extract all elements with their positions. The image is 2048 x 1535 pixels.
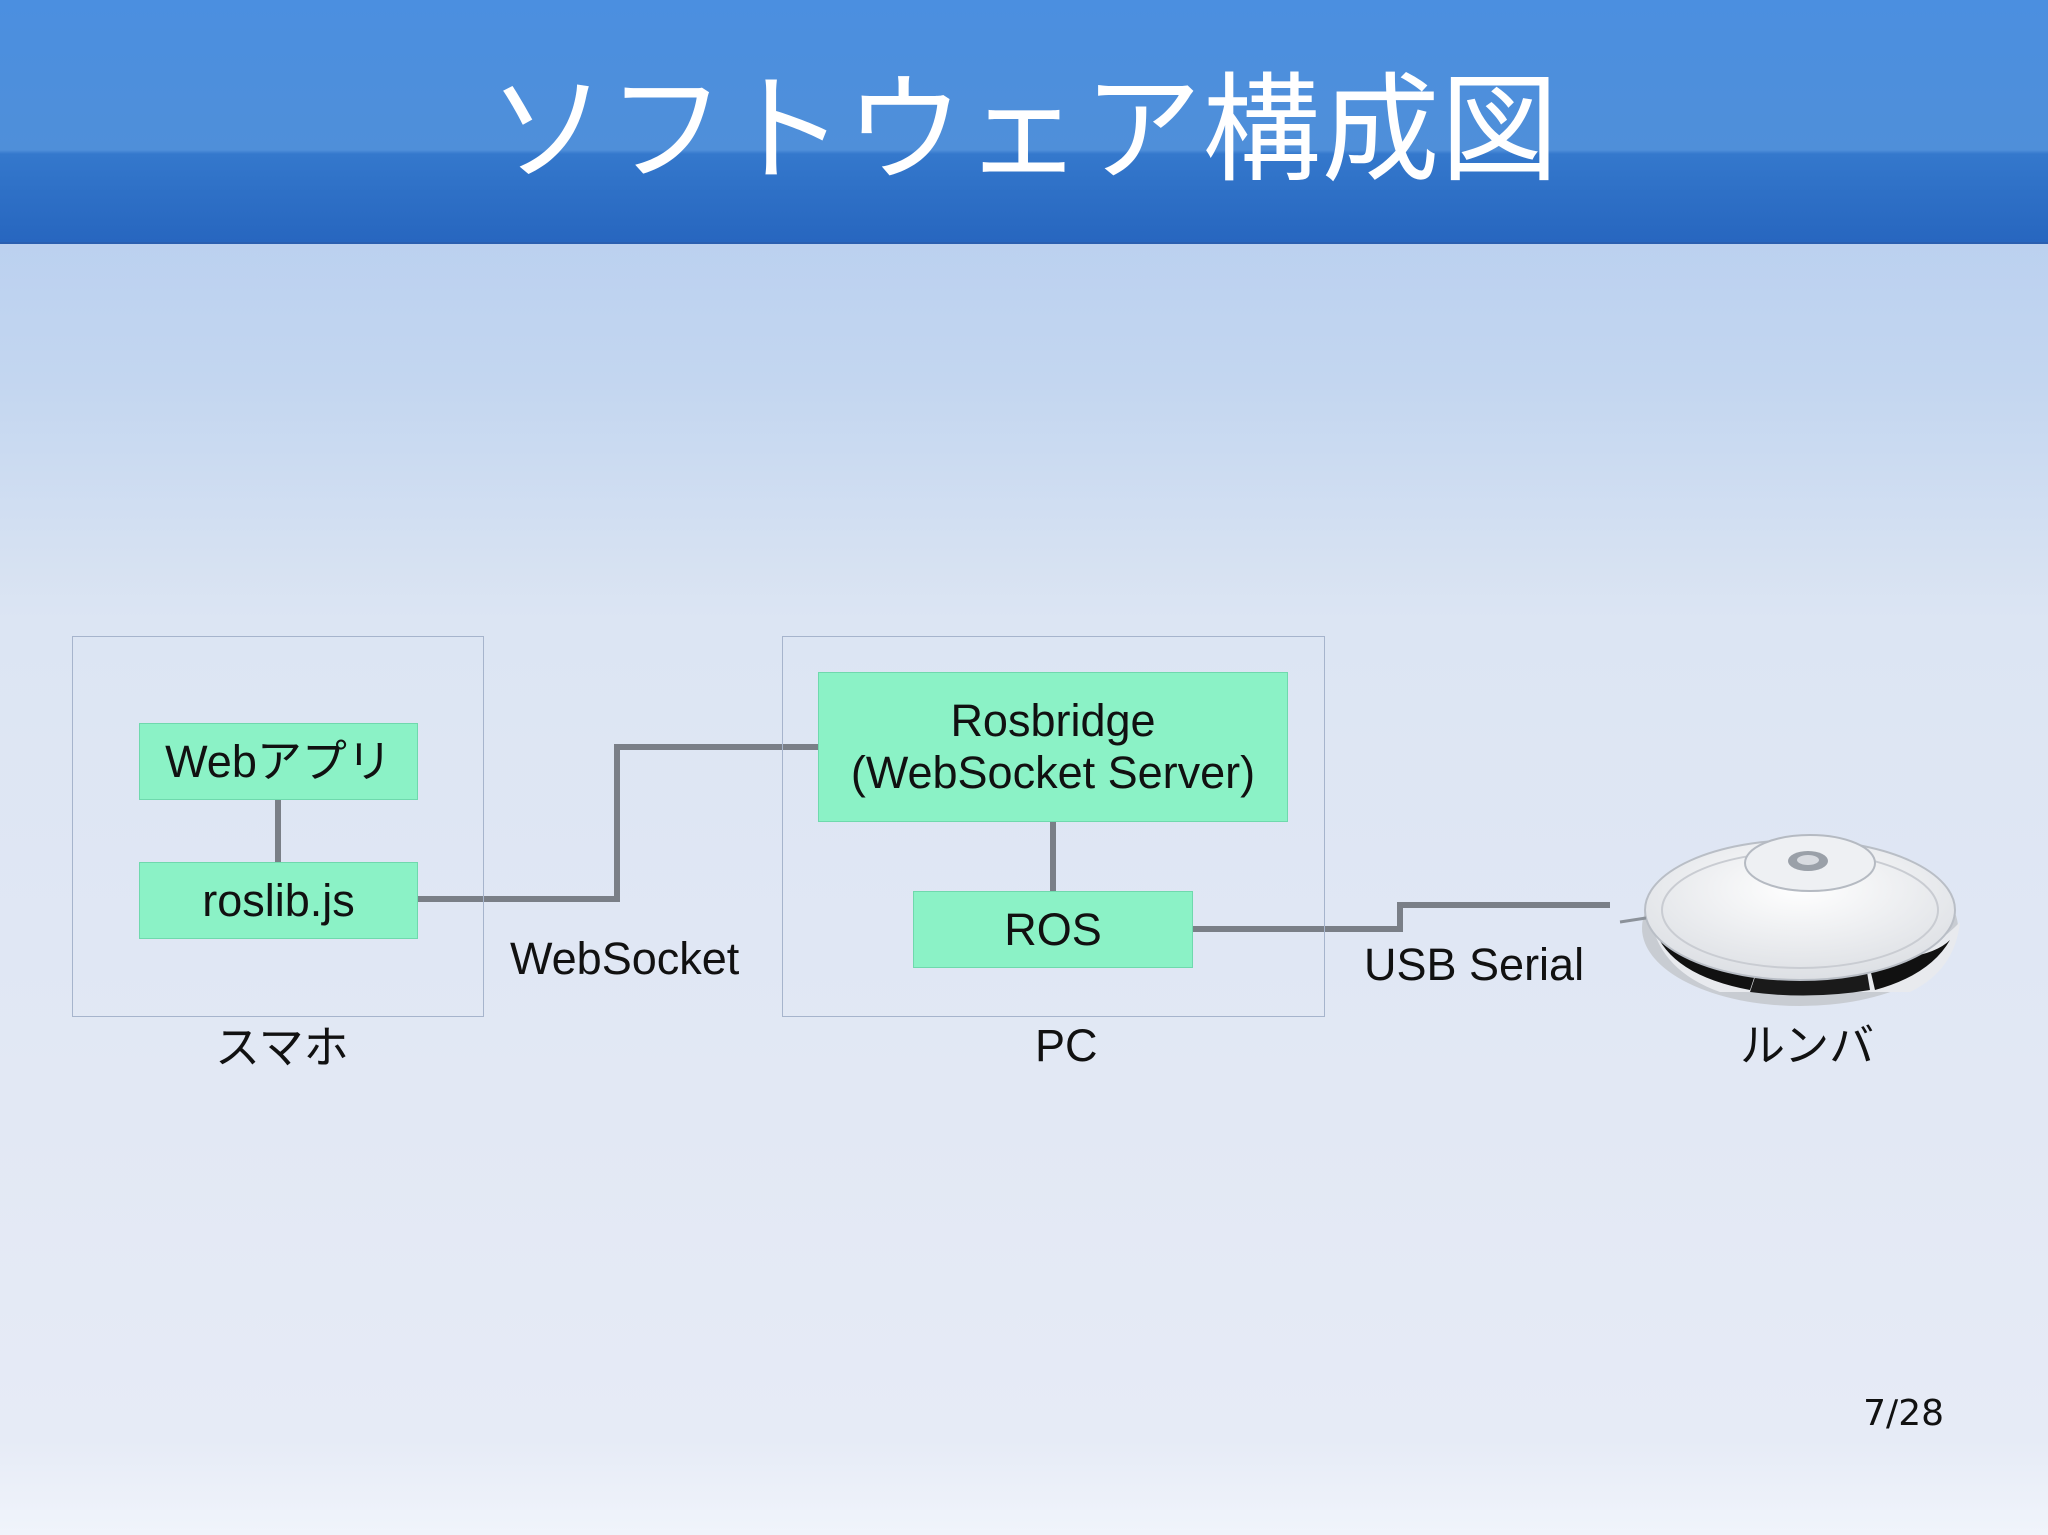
smartphone-group bbox=[72, 636, 484, 1017]
webapp-node: Webアプリ bbox=[139, 723, 418, 800]
pc-label: PC bbox=[1035, 1020, 1098, 1071]
websocket-label: WebSocket bbox=[510, 933, 740, 984]
roomba-robot-image bbox=[1619, 834, 1960, 1006]
robot-label: ルンバ bbox=[1740, 1019, 1875, 1072]
roslib-node: roslib.js bbox=[139, 862, 418, 939]
title-bar: ソフトウェア構成図 bbox=[0, 0, 2048, 244]
websocket-connector bbox=[417, 744, 818, 902]
usb-serial-label: USB Serial bbox=[1364, 939, 1585, 990]
rosbridge-node: Rosbridge (WebSocket Server) bbox=[818, 672, 1288, 822]
page-title: ソフトウェア構成図 bbox=[488, 61, 1560, 199]
ros-node: ROS bbox=[913, 891, 1193, 968]
page-number: 7/28 bbox=[1863, 1393, 1944, 1434]
usb-serial-connector bbox=[1192, 902, 1610, 932]
rosbridge-title: Rosbridge bbox=[950, 695, 1156, 746]
rosbridge-subtitle: (WebSocket Server) bbox=[850, 747, 1256, 798]
smartphone-label: スマホ bbox=[215, 1021, 349, 1074]
pc-group bbox=[782, 636, 1325, 1017]
